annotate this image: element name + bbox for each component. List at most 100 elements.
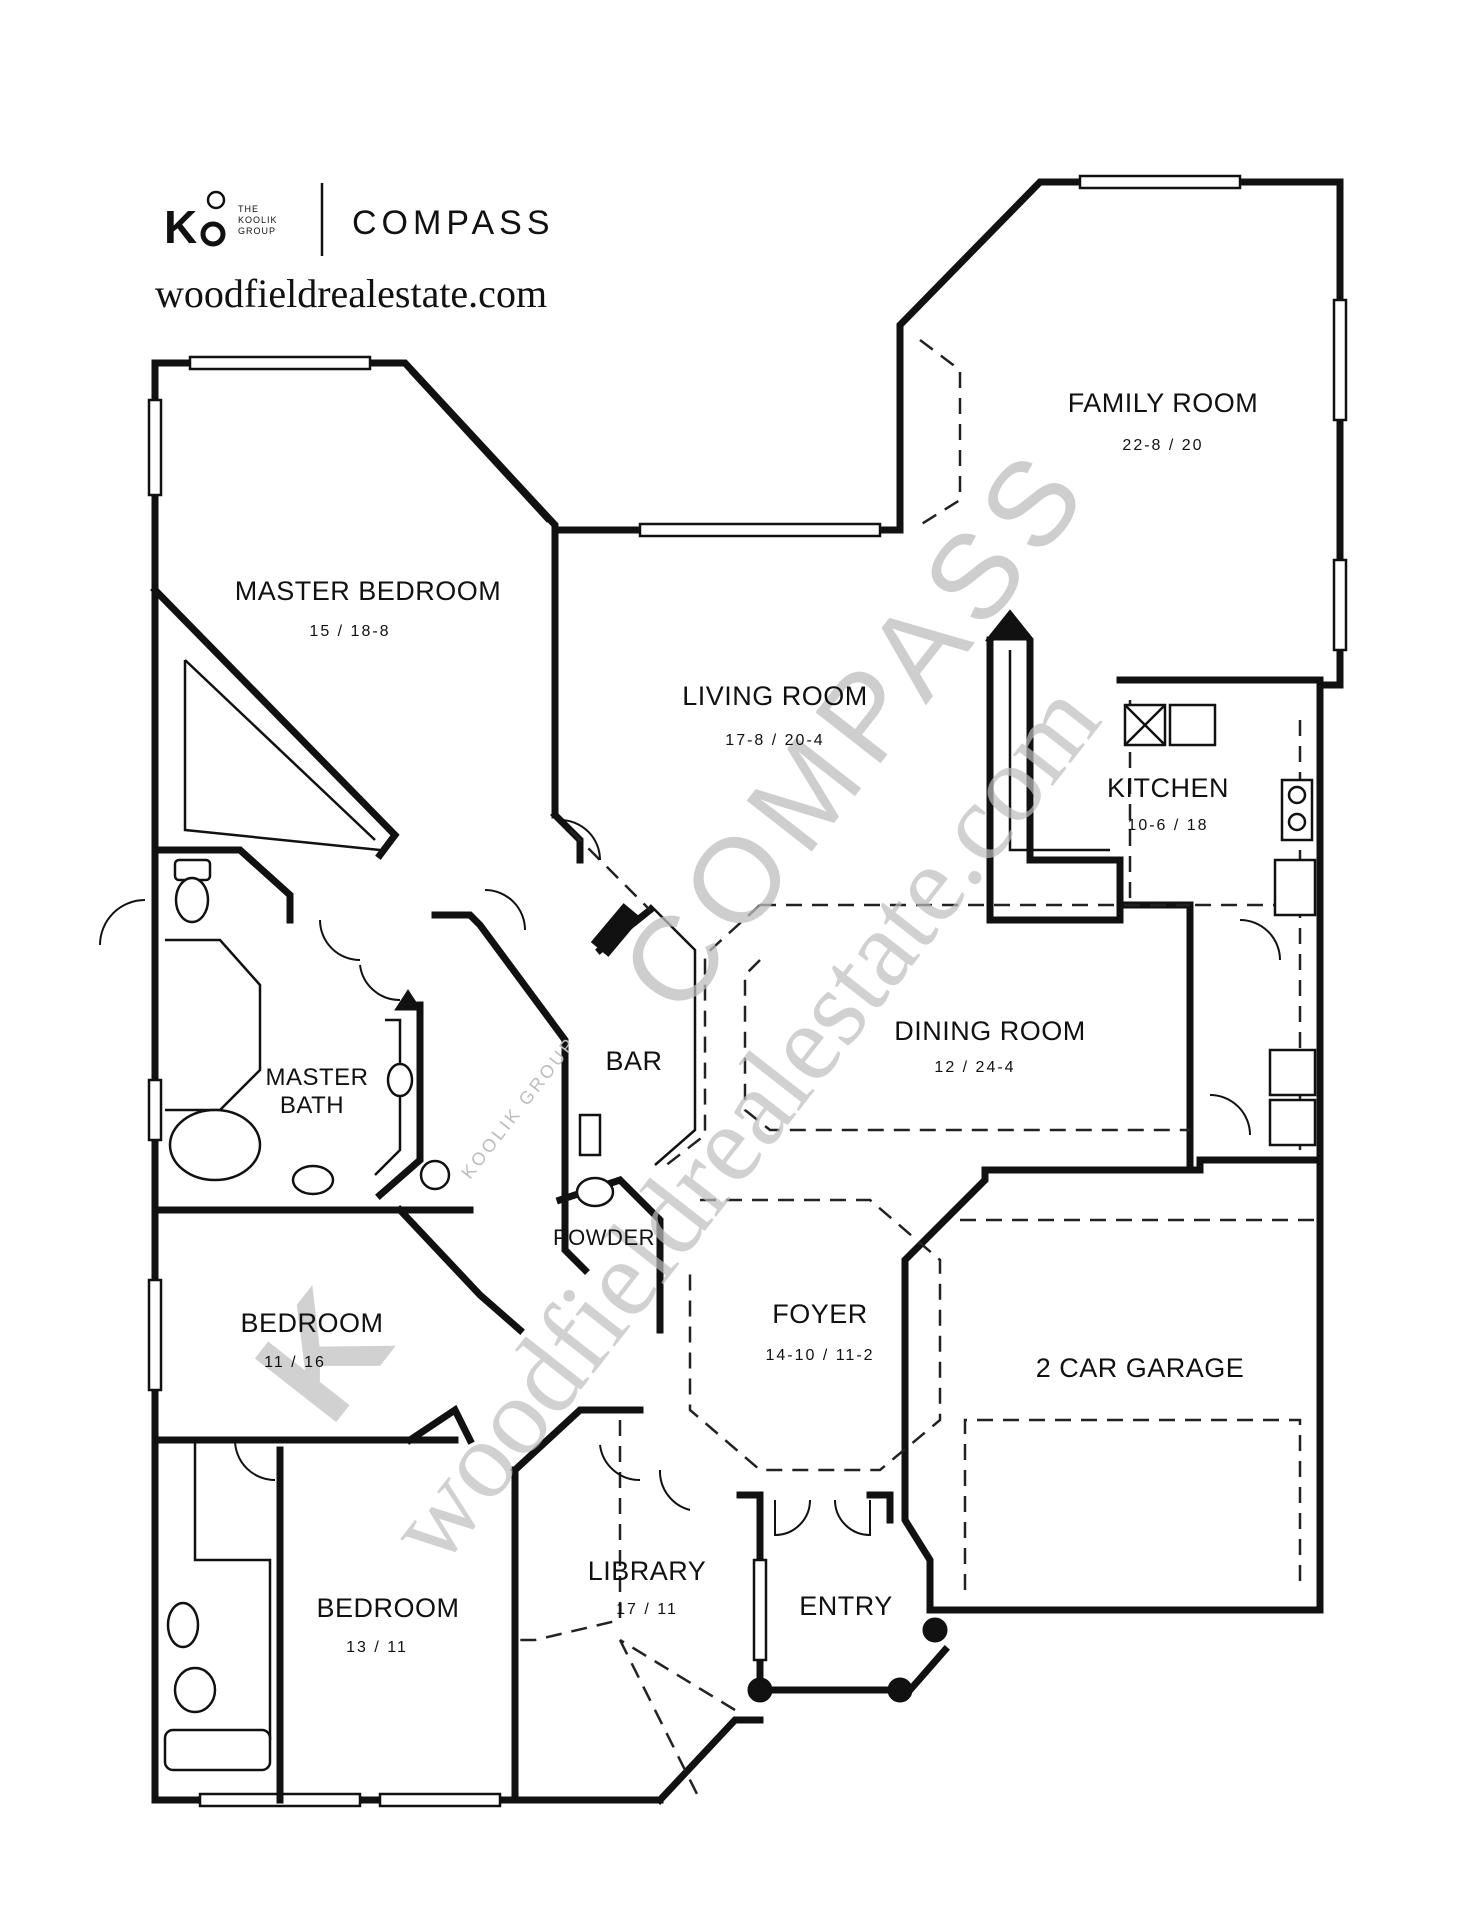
- fireplace-icon: [994, 614, 1026, 641]
- column-icon: [922, 1617, 948, 1643]
- bathtub-icon: [168, 1108, 262, 1182]
- burner-icon: [1287, 812, 1307, 832]
- library-soffit: [515, 1420, 622, 1642]
- sink-icon: [291, 1164, 335, 1196]
- window: [378, 1792, 502, 1808]
- sink-icon: [173, 1666, 217, 1714]
- window: [409, 371, 549, 523]
- hall-bath-outline: [165, 1438, 272, 1740]
- hall-wall-left: [431, 911, 590, 1275]
- powder-label: POWDER: [553, 1225, 655, 1250]
- kitchen-peninsula: [985, 609, 1124, 924]
- dashed-outlines: [515, 339, 1320, 1801]
- living-room-dim: 17-8 / 20-4: [725, 732, 824, 749]
- family-room-dim: 22-8 / 20: [1122, 437, 1203, 454]
- bath-shower-wall: [375, 1001, 424, 1200]
- dining-soffit: [743, 959, 1190, 1132]
- window: [638, 522, 882, 538]
- koolik-logo-line-1: THE: [238, 204, 259, 214]
- exterior-walls: [151, 178, 1344, 1805]
- kitchen-label: KITCHEN: [1107, 773, 1229, 803]
- closet-outline: [183, 660, 381, 852]
- brand-header: K THE KOOLIK GROUP COMPASS woodfieldreal…: [155, 183, 550, 316]
- bar-counter: [649, 904, 697, 1166]
- foyer-dim: 14-10 / 11-2: [765, 1347, 874, 1364]
- master-bath-label-line1: MASTER: [265, 1064, 368, 1091]
- bar-pass: [569, 829, 651, 911]
- door-swing: [1239, 919, 1281, 961]
- sink-cross: [1124, 704, 1166, 746]
- fixtures: [166, 614, 1317, 1714]
- garage-north-wall: [901, 1156, 1204, 1614]
- fireplace-icon: [394, 989, 422, 1011]
- bar-sink-icon: [578, 1113, 602, 1157]
- bath-vanity: [374, 1018, 402, 1176]
- washer-icon: [1268, 1048, 1317, 1097]
- living-room-label: LIVING ROOM: [682, 681, 868, 711]
- bedroom-1-dim: 11 / 16: [264, 1354, 326, 1371]
- koolik-logo-line-3: GROUP: [238, 226, 276, 236]
- burner-icon: [1287, 785, 1307, 805]
- door-swing: [774, 1499, 811, 1537]
- entry-jamb-right: [866, 1491, 894, 1524]
- garage-car-outline: [963, 1418, 1302, 1590]
- sink-icon: [419, 1159, 451, 1191]
- library-bay-line: [619, 1638, 736, 1712]
- door-swing: [658, 1469, 691, 1511]
- window: [147, 398, 163, 497]
- doors: [99, 819, 1281, 1537]
- powder-wall: [395, 1205, 525, 1335]
- family-room-label: FAMILY ROOM: [1068, 388, 1259, 418]
- door-swing: [359, 964, 401, 1002]
- library-label: LIBRARY: [588, 1556, 707, 1586]
- door-swing: [559, 819, 601, 861]
- dining-room-dim: 12 / 24-4: [934, 1059, 1015, 1076]
- dryer-icon: [1268, 1098, 1317, 1147]
- peninsula-counter: [1008, 650, 1110, 852]
- foyer-label: FOYER: [772, 1299, 868, 1329]
- door-swing: [599, 1444, 641, 1482]
- library-dim: 17 / 11: [616, 1601, 678, 1618]
- master-closet-wall: [150, 585, 400, 860]
- window: [1078, 174, 1242, 190]
- koolik-logo-dot-icon: [206, 190, 226, 210]
- koolik-logo-k: K: [164, 201, 197, 253]
- foyer-soffit: [688, 1198, 942, 1472]
- windows: [147, 174, 1348, 1808]
- door-swing: [319, 919, 361, 961]
- window: [752, 1558, 768, 1662]
- powder-sink-icon: [575, 1176, 615, 1208]
- family-bay-line: [919, 339, 962, 527]
- hall-soffit: [659, 904, 761, 1171]
- dishwasher-icon: [1168, 703, 1217, 747]
- master-bedroom-label: MASTER BEDROOM: [235, 576, 502, 606]
- kitchen-dim: 10-6 / 18: [1127, 817, 1208, 834]
- door-swing: [484, 889, 526, 931]
- door-swing: [1209, 1094, 1251, 1136]
- bedroom-2-label: BEDROOM: [316, 1593, 459, 1623]
- door-swing: [99, 899, 146, 946]
- sink-icon: [386, 1062, 414, 1098]
- bedroom-door-wall: [405, 1404, 475, 1445]
- koolik-logo-line-2: KOOLIK: [238, 215, 278, 225]
- library-north-wall: [510, 1406, 644, 1475]
- library-bay-line: [618, 1639, 702, 1801]
- window: [147, 1278, 163, 1392]
- door-swing: [834, 1499, 871, 1537]
- bathtub: [163, 1728, 272, 1772]
- website-text: woodfieldrealestate.com: [155, 271, 547, 316]
- refrigerator-icon: [1273, 858, 1317, 917]
- column-icon: [747, 1677, 773, 1703]
- garage-label: 2 CAR GARAGE: [1036, 1353, 1245, 1383]
- master-bedroom-dim: 15 / 18-8: [309, 623, 390, 640]
- master-bath-label-line2: BATH: [280, 1092, 344, 1119]
- column-icon: [887, 1677, 913, 1703]
- bar-label: BAR: [605, 1046, 662, 1076]
- interior-walls: [150, 585, 1324, 1804]
- room-labels: FAMILY ROOM 22-8 / 20 MASTER BEDROOM 15 …: [235, 388, 1259, 1656]
- toilet-icon: [166, 1601, 200, 1649]
- library-bay-wall: [655, 1716, 764, 1805]
- closet-shelf: [184, 659, 376, 841]
- shower-outline: [165, 938, 262, 1112]
